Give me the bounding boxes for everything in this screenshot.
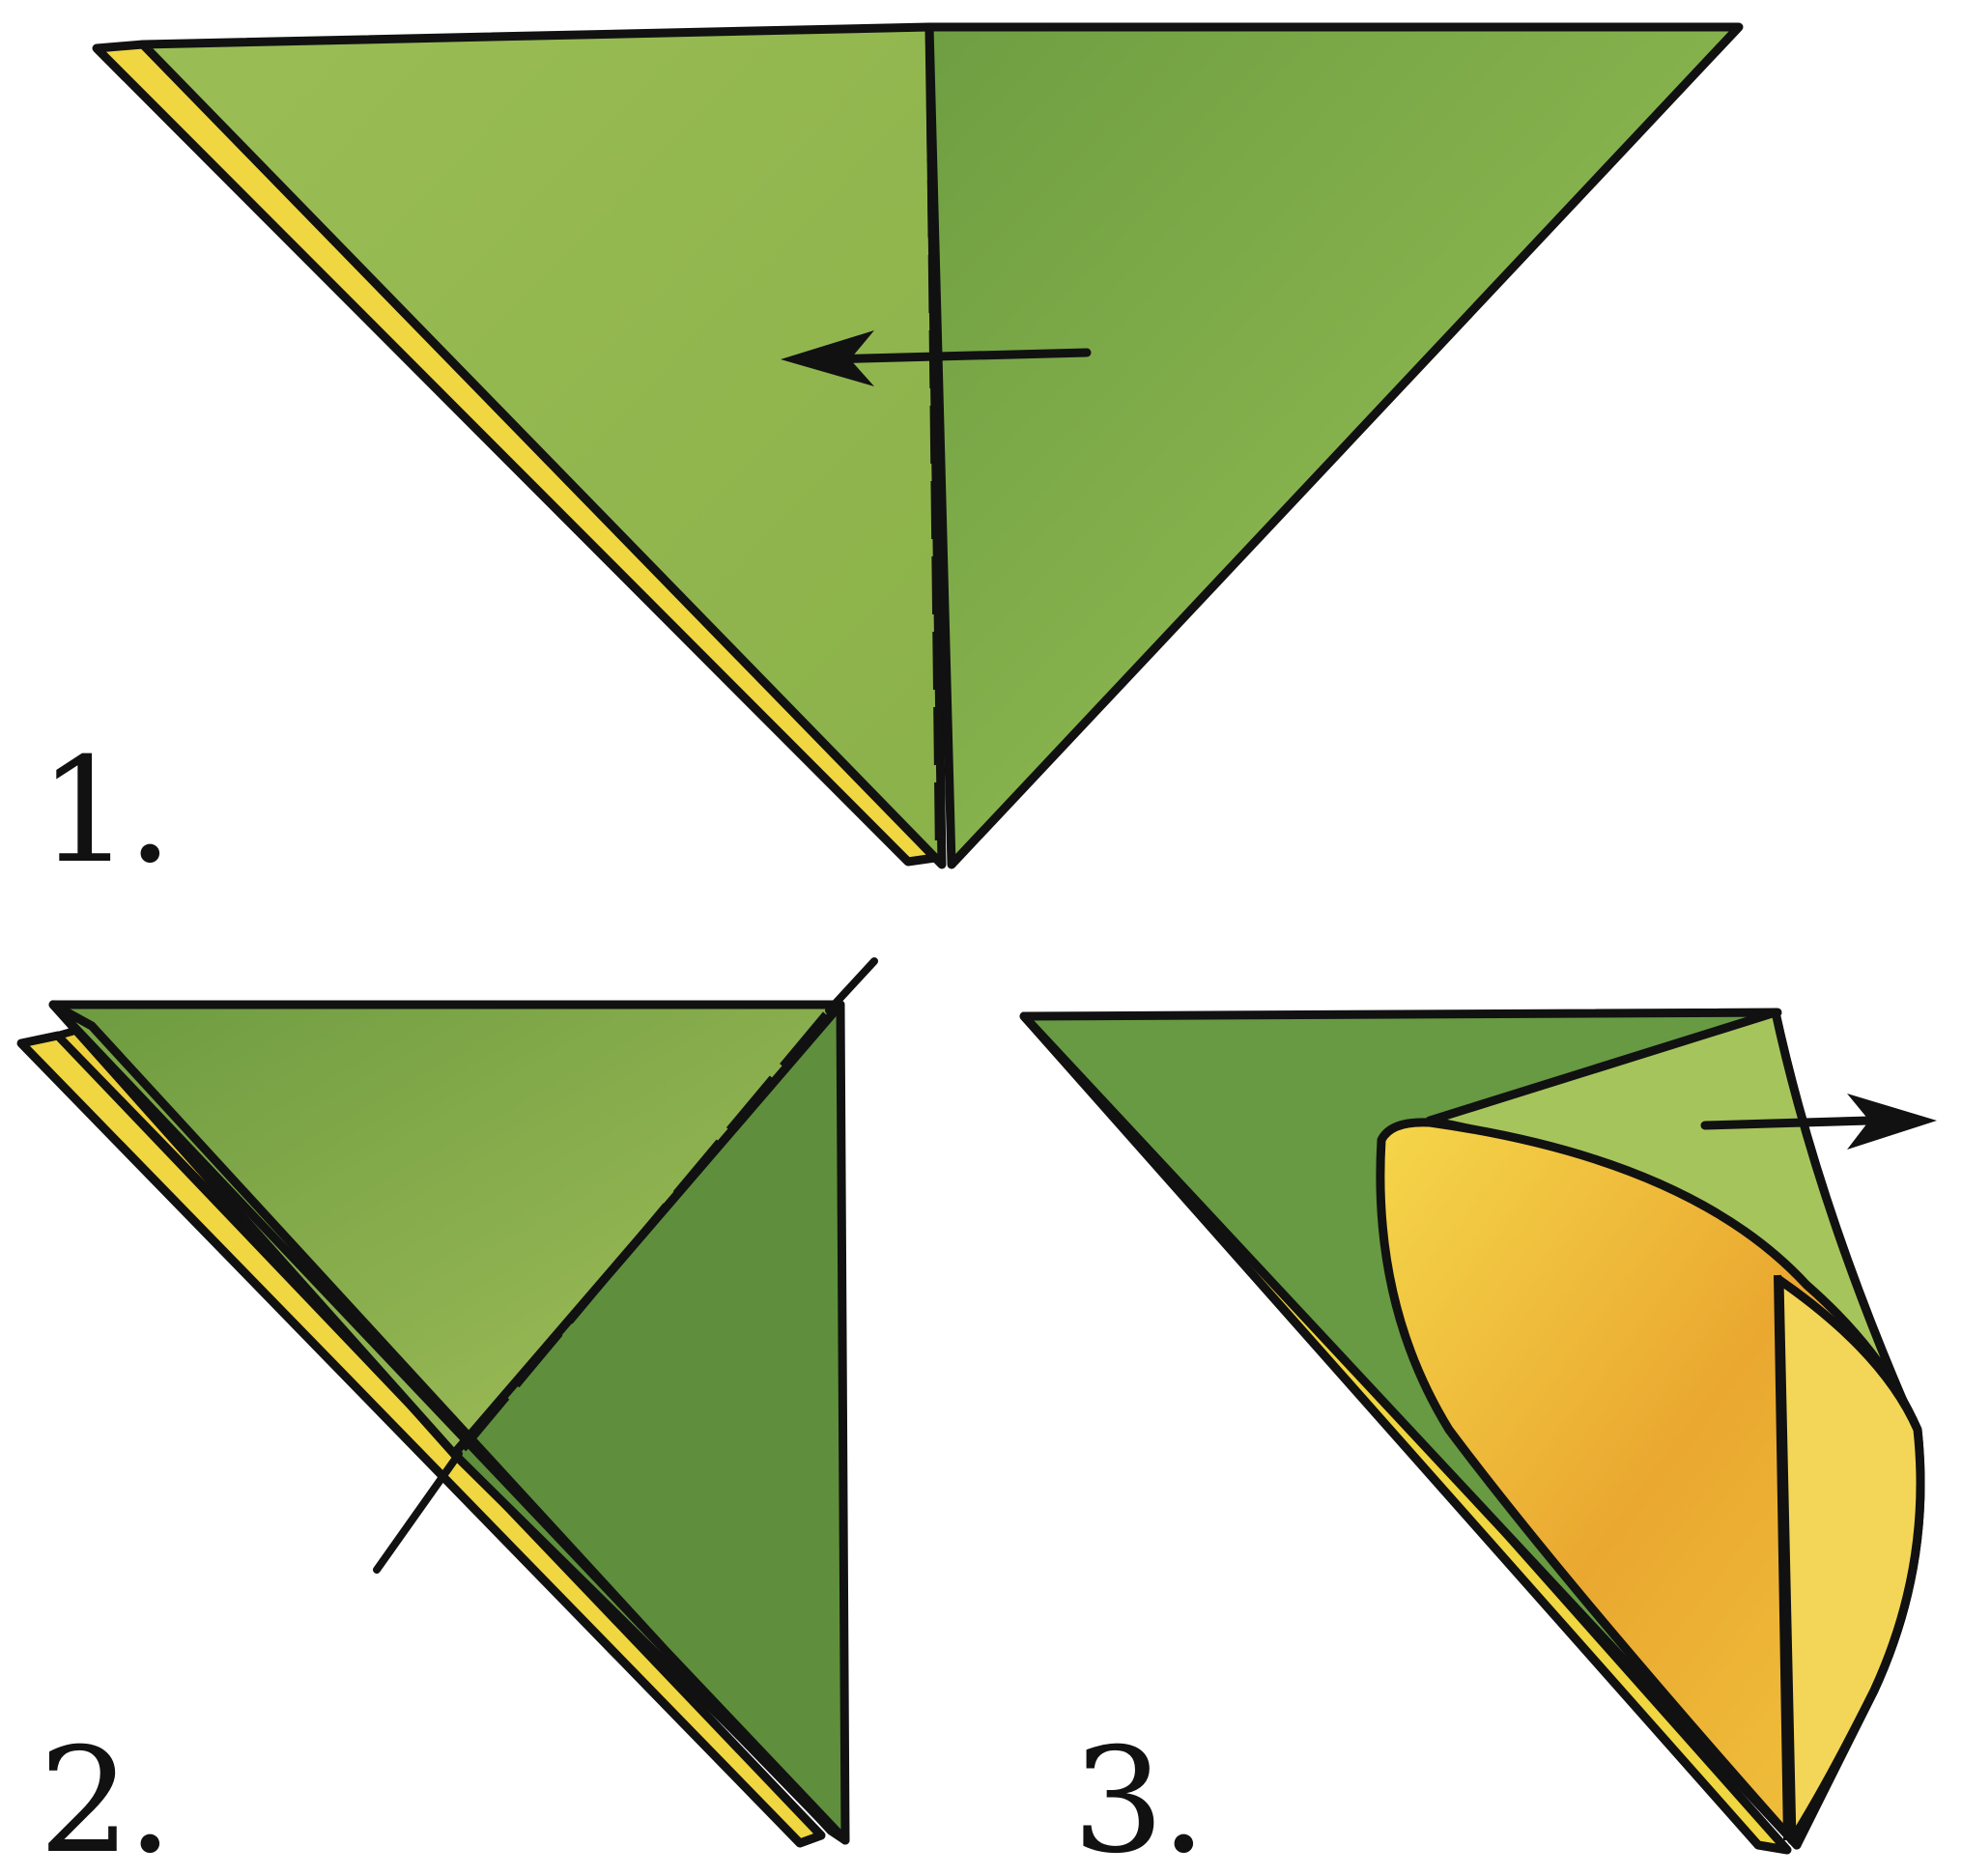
- step-3-figure: [1019, 1008, 1937, 1855]
- step-2-label: 2.: [39, 1718, 173, 1876]
- arrow-left-icon: [781, 330, 1092, 386]
- step-1-figure: [92, 22, 1744, 869]
- step2-front-edge: [48, 1000, 850, 1845]
- step2-yellow-layer: [16, 1031, 826, 1848]
- step2-fold-line: [455, 1011, 830, 1457]
- step1-left-panel: [138, 22, 947, 869]
- step-2-figure: [16, 957, 878, 1848]
- step2-fold-extension-bottom: [373, 1450, 463, 1574]
- step-3-label: 3.: [1072, 1718, 1207, 1876]
- step2-fold-extension-top: [825, 957, 878, 1014]
- arrow-right-icon: [1700, 1094, 1937, 1150]
- step1-fold-line: [925, 28, 943, 861]
- step3-yellow-right: [1775, 1275, 1925, 1845]
- step1-right-panel: [924, 22, 1744, 869]
- step-1-label: 1.: [39, 727, 173, 895]
